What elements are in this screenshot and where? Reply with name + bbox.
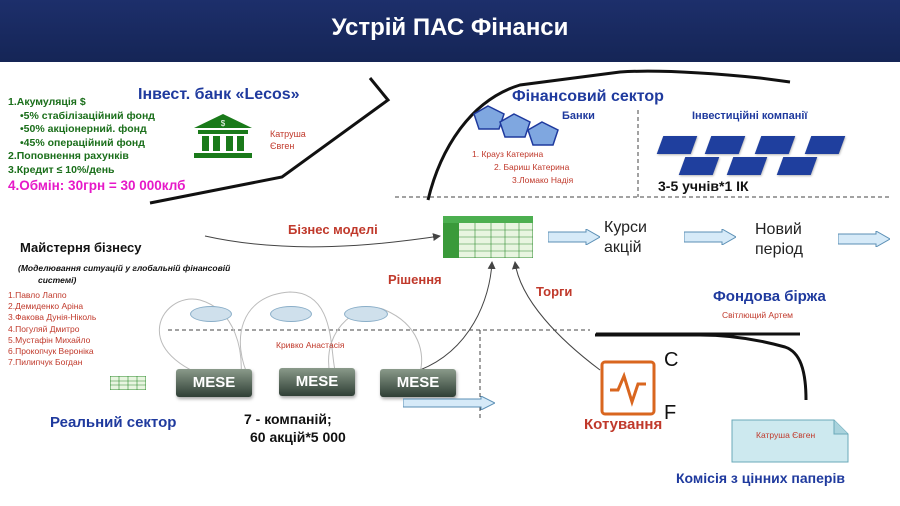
- decision-label: Рішення: [388, 272, 442, 287]
- quotes-chart-icon: [600, 360, 656, 416]
- oval-2: [270, 306, 312, 322]
- commission-title: Комісія з цінних паперів: [676, 470, 845, 486]
- title-bar: Устрій ПАС Фінанси: [0, 0, 900, 62]
- block-arrow-2: [683, 228, 738, 250]
- page-title: Устрій ПАС Фінанси: [331, 14, 569, 41]
- banks-label: Банки: [562, 110, 595, 122]
- financial-sector-title: Фінансовий сектор: [512, 88, 664, 105]
- companies-info: 7 - компаній; 60 акцій*5 000: [244, 411, 346, 445]
- banks-list: 1. Крауз Катерина 2. Бариш Катерина 3.Ло…: [472, 149, 574, 185]
- commission-document-icon: [730, 418, 850, 464]
- spreadsheet-icon: [442, 215, 534, 259]
- students-count: 3-5 учнів*1 ІК: [658, 178, 749, 194]
- stock-exchange-title: Фондова біржа: [713, 288, 826, 305]
- block-arrow-1: [547, 228, 602, 250]
- invest-bank-functions: 1.Акумуляція $ •5% стабілізаційний фонд …: [8, 96, 155, 176]
- mese-block-2: MESE: [279, 368, 355, 396]
- stock-exchange-person: Світлющий Артем: [722, 310, 794, 320]
- commission-person: Катруша Євген: [756, 430, 816, 440]
- workshop-subtitle: (Моделювання ситуацій у глобальній фінан…: [18, 263, 231, 285]
- quote-letter-c: C: [664, 349, 679, 371]
- stock-rates-label: Курси акцій: [604, 219, 647, 256]
- boundary-line-top: [426, 69, 791, 201]
- bank-building-icon: $: [194, 114, 252, 158]
- oval-1: [190, 306, 232, 322]
- block-arrow-4: [402, 395, 497, 415]
- quote-letter-f: F: [664, 402, 677, 424]
- workshop-title: Майстерня бізнесу: [20, 240, 142, 255]
- mese-person: Кривко Анастасія: [276, 340, 345, 350]
- svg-text:$: $: [221, 119, 226, 128]
- real-sector-title: Реальний сектор: [50, 414, 177, 431]
- new-period-label: Новий період: [755, 221, 803, 258]
- oval-3: [344, 306, 388, 322]
- boundary-line-left: [149, 77, 391, 205]
- business-models-label: Бізнес моделі: [288, 222, 378, 237]
- boundary-line-right: [595, 333, 808, 401]
- block-arrow-3: [837, 230, 892, 252]
- workshop-members: 1.Павло Лаппо 2.Демиденко Аріна 3.Факова…: [8, 290, 97, 368]
- investment-companies-label: Інвестиційні компанії: [692, 110, 808, 122]
- banks-pentagon-icons: [472, 104, 567, 149]
- invest-bank-person: Катруша Євген: [270, 129, 306, 151]
- quotes-label: Котування: [584, 416, 663, 433]
- mese-block-3: MESE: [380, 369, 456, 397]
- exchange-rate: 4.Обмін: 30грн = 30 000клб: [8, 178, 186, 193]
- mese-block-1: MESE: [176, 369, 252, 397]
- invest-bank-title: Інвест. банк «Lecos»: [138, 86, 300, 103]
- small-table-icon: [109, 375, 147, 391]
- trades-label: Торги: [536, 284, 573, 299]
